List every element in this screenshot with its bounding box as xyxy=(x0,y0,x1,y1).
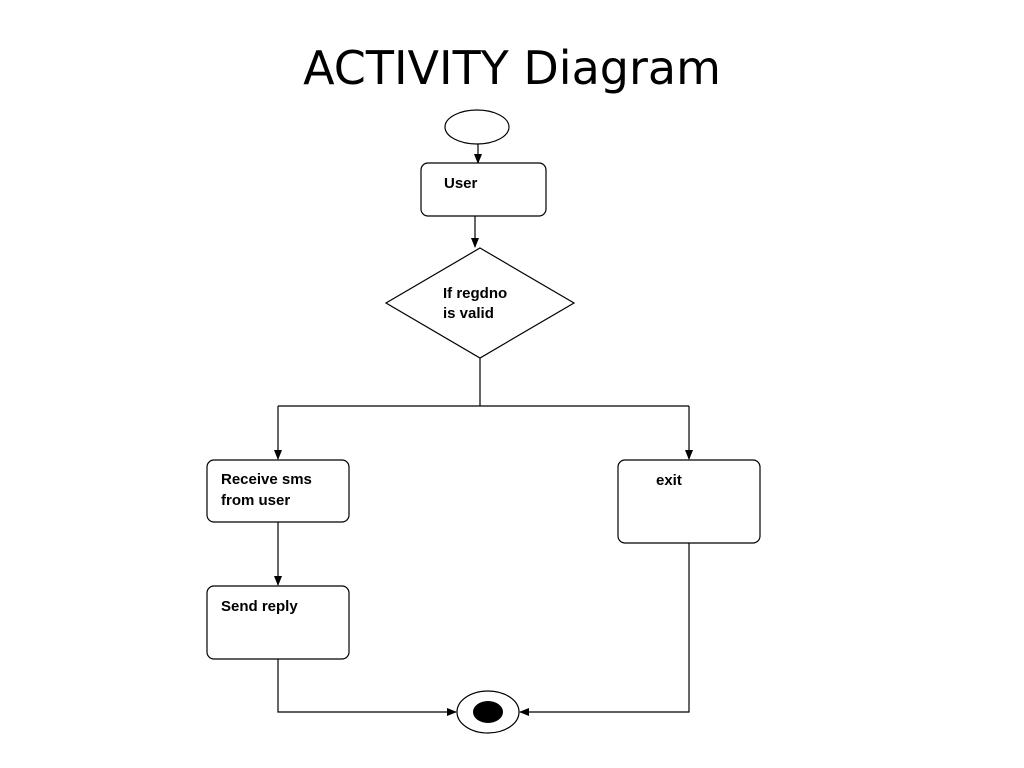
edge-exit-to-end xyxy=(519,543,690,716)
decision-label-line2: is valid xyxy=(443,305,494,322)
receive-sms-label-line2: from user xyxy=(221,492,290,509)
user-activity xyxy=(420,162,547,217)
slide-title: ACTIVITY Diagram xyxy=(303,41,721,95)
exit-label: exit xyxy=(656,472,682,489)
decision-label-line1: If regdno xyxy=(443,285,507,302)
user-activity-label: User xyxy=(444,175,478,192)
receive-sms-activity xyxy=(206,459,350,523)
start-node xyxy=(444,109,510,145)
end-node-inner xyxy=(473,701,503,723)
send-reply-label: Send reply xyxy=(221,598,298,615)
edge-send-to-end xyxy=(277,659,457,716)
exit-activity xyxy=(617,459,761,544)
decision-node xyxy=(384,247,576,359)
receive-sms-label-line1: Receive sms xyxy=(221,471,312,488)
send-reply-activity xyxy=(206,585,350,660)
